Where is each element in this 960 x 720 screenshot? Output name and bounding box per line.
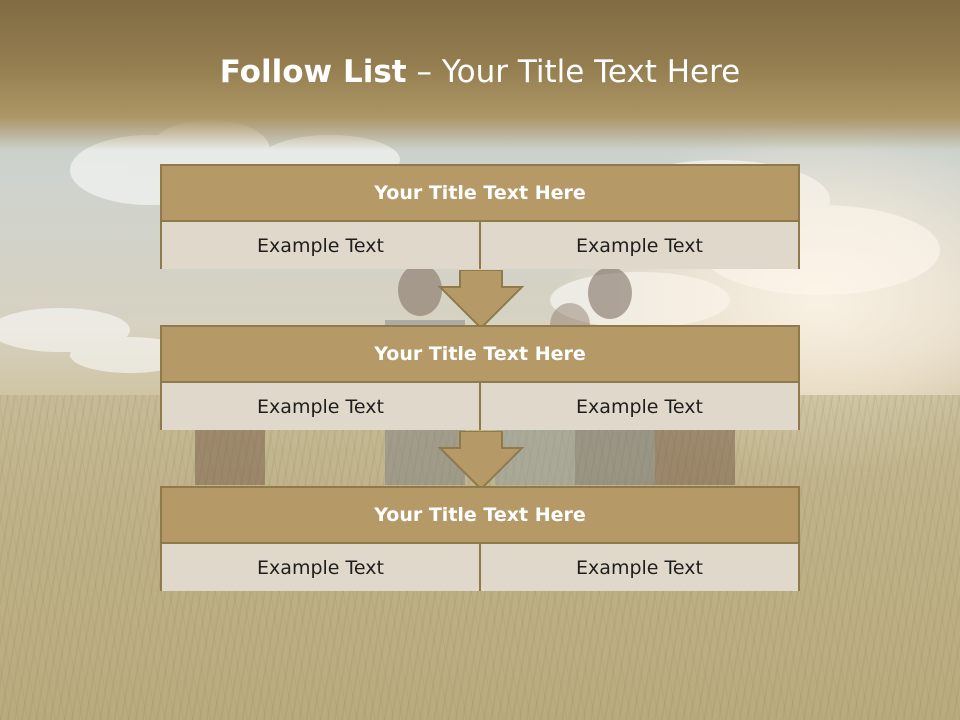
step-title: Your Title Text Here: [162, 488, 798, 544]
down-arrow-icon: [438, 270, 524, 330]
step-box-2: Your Title Text Here Example Text Exampl…: [160, 325, 800, 430]
down-arrow-icon: [438, 431, 524, 491]
step-box-1: Your Title Text Here Example Text Exampl…: [160, 164, 800, 269]
step-cell-left: Example Text: [162, 544, 479, 591]
step-cell-right: Example Text: [479, 222, 798, 269]
title-band: [0, 0, 960, 150]
step-title: Your Title Text Here: [162, 166, 798, 222]
step-row: Example Text Example Text: [162, 222, 798, 269]
title-rest: – Your Title Text Here: [406, 54, 741, 90]
step-title: Your Title Text Here: [162, 327, 798, 383]
step-cell-right: Example Text: [479, 544, 798, 591]
slide-title: Follow List – Your Title Text Here: [0, 54, 960, 90]
title-bold: Follow List: [219, 54, 407, 90]
step-row: Example Text Example Text: [162, 383, 798, 430]
step-cell-left: Example Text: [162, 383, 479, 430]
step-cell-left: Example Text: [162, 222, 479, 269]
step-box-3: Your Title Text Here Example Text Exampl…: [160, 486, 800, 591]
step-row: Example Text Example Text: [162, 544, 798, 591]
step-cell-right: Example Text: [479, 383, 798, 430]
